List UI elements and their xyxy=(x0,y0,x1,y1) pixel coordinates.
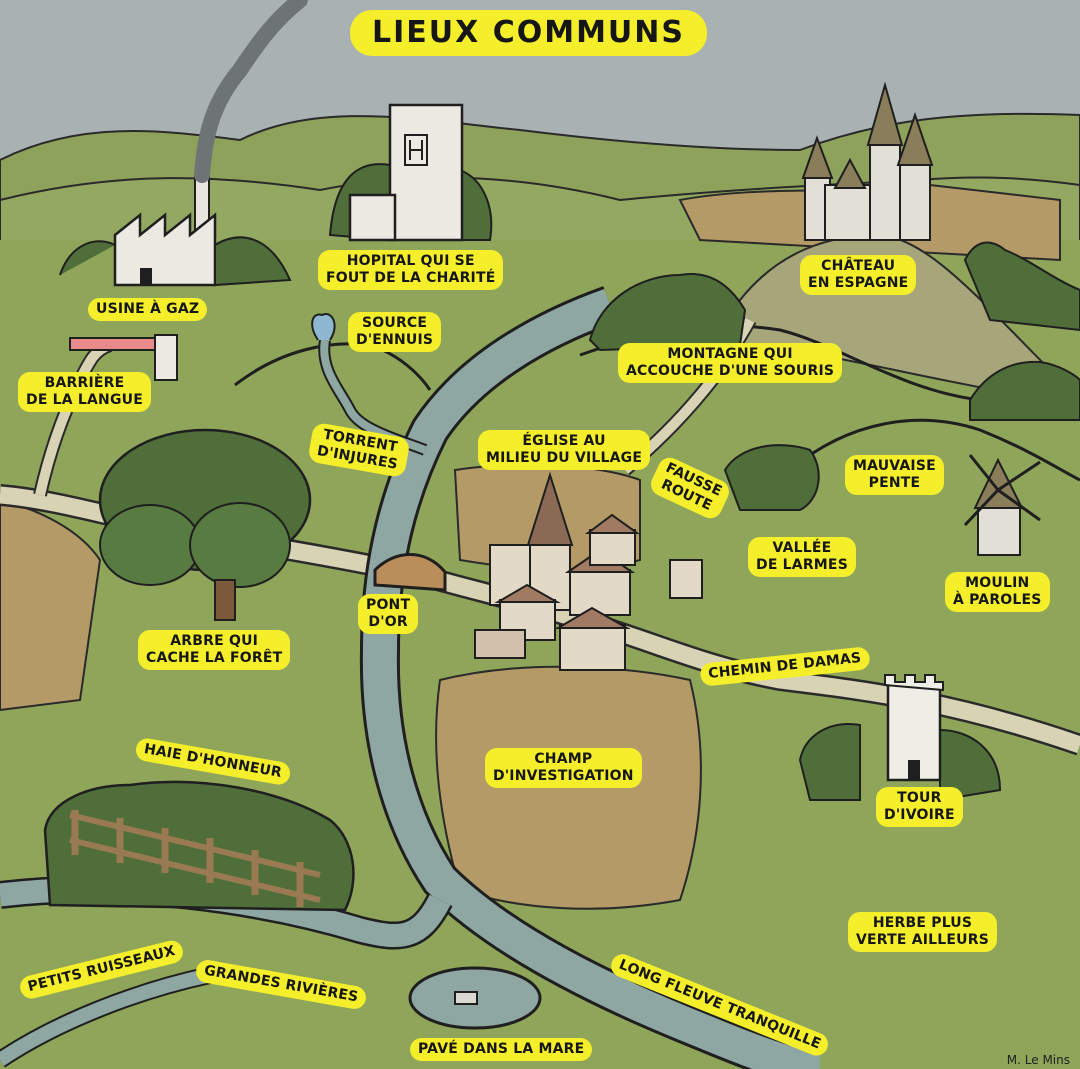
label-eglise: Église au milieu du village xyxy=(478,430,651,470)
label-barriere: Barrière de la langue xyxy=(18,372,151,412)
valley-curve xyxy=(789,418,1080,482)
fence-icon xyxy=(43,780,355,912)
trees-valley xyxy=(723,444,820,511)
label-champ: Champ d'investigation xyxy=(485,748,642,788)
spring-icon xyxy=(311,313,336,341)
label-moulin: Moulin à paroles xyxy=(945,572,1050,612)
label-source: Source d'ennuis xyxy=(348,312,442,352)
castle-icon xyxy=(801,81,934,241)
church-icon xyxy=(474,471,703,671)
windmill-icon xyxy=(963,454,1041,556)
trees-castle-right xyxy=(963,241,1080,332)
river-small-fill xyxy=(0,968,212,1066)
bridge-icon xyxy=(373,553,447,592)
cobblestone xyxy=(454,991,478,1005)
signature: M. Le Mins xyxy=(1006,1053,1070,1067)
label-arbre: Arbre qui cache la forêt xyxy=(138,630,291,670)
ivory-tower-icon xyxy=(798,674,1002,802)
label-hopital: Hopital qui se fout de la charité xyxy=(318,250,504,290)
factory-icon xyxy=(59,0,308,287)
label-vallee: Vallée de larmes xyxy=(748,537,856,577)
label-tour: Tour d'ivoire xyxy=(876,787,963,827)
label-mauvaise-pente: Mauvaise pente xyxy=(845,455,944,495)
trees-montagne xyxy=(588,273,747,352)
map-title: Lieux communs xyxy=(350,10,708,56)
label-pave: Pavé dans la mare xyxy=(410,1038,593,1061)
label-usine: Usine à gaz xyxy=(88,298,208,321)
label-chateau: Château en Espagne xyxy=(800,255,917,295)
label-montagne: Montagne qui accouche d'une souris xyxy=(618,343,843,383)
label-pont: Pont d'or xyxy=(358,594,419,634)
barrier-icon xyxy=(69,334,178,381)
label-herbe: Herbe plus verte ailleurs xyxy=(848,912,998,952)
river-main-fill xyxy=(362,288,821,1069)
forest-icon xyxy=(98,428,312,621)
hospital-icon xyxy=(328,103,493,242)
